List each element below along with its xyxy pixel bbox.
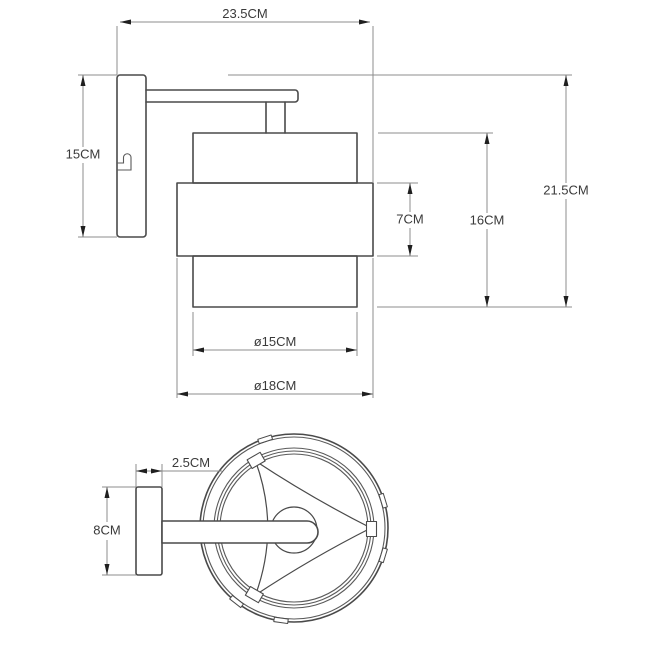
dim-label-inner-diameter: ø15CM: [254, 334, 297, 349]
shade-middle-band: [176, 182, 374, 257]
dim-shade-height: 16CM: [470, 133, 505, 307]
dim-label-outer-diameter: ø18CM: [254, 378, 297, 393]
dim-total-width: 23.5CM: [120, 6, 370, 25]
dim-backplate-depth: 2.5CM: [136, 455, 222, 474]
dim-label-shade-height: 16CM: [470, 212, 505, 227]
shade-bottom-tier: [192, 255, 358, 308]
side-extension-lines: [78, 26, 572, 398]
side-arm: [145, 89, 299, 103]
dim-backplate-width: 8CM: [93, 487, 121, 575]
keyhole-hook-cutout: [117, 153, 132, 171]
top-view: 2.5CM 8CM: [93, 433, 389, 625]
dim-label-total-width: 23.5CM: [222, 6, 268, 21]
dim-label-band-height: 7CM: [396, 211, 423, 226]
dim-label-backplate-height: 15CM: [66, 146, 101, 161]
dim-total-height: 21.5CM: [543, 75, 589, 307]
rim-seams: [229, 434, 388, 625]
side-backplate: [116, 74, 147, 238]
shade-top-tier: [192, 132, 358, 184]
bracket-tabs: [244, 451, 378, 604]
dim-outer-diameter: ø18CM: [177, 378, 373, 397]
top-extension-lines: [102, 464, 163, 576]
dim-band-height: 7CM: [396, 183, 424, 256]
dim-label-total-height: 21.5CM: [543, 182, 589, 197]
dim-backplate-height: 15CM: [66, 75, 101, 237]
top-backplate: [135, 486, 163, 576]
side-view: 23.5CM 15CM 7CM 16CM: [66, 6, 589, 398]
dim-label-backplate-width: 8CM: [93, 522, 120, 537]
dim-inner-diameter: ø15CM: [193, 334, 357, 353]
top-arm: [161, 520, 319, 544]
dim-label-backplate-depth: 2.5CM: [172, 455, 210, 470]
